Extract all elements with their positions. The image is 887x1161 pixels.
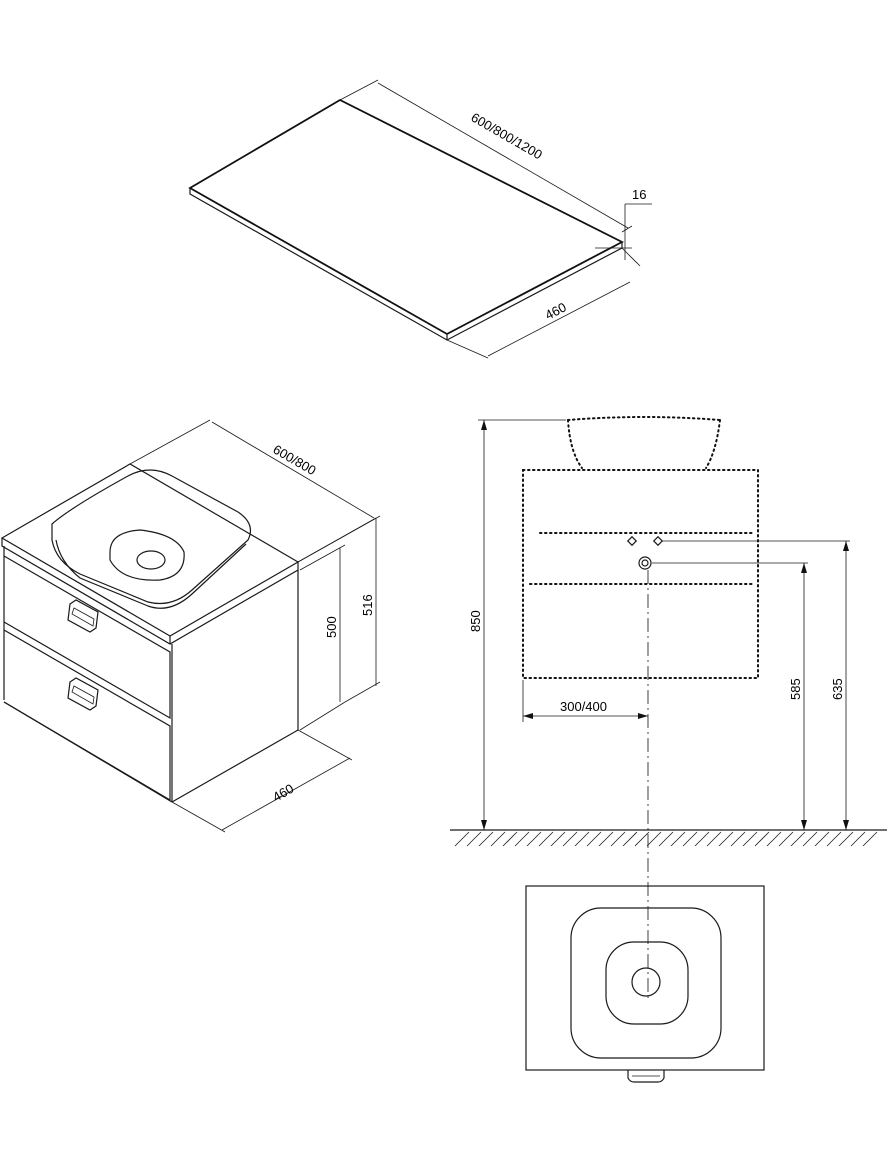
front-elevation-view: 850 300/400 585 635 [450,416,887,1000]
top-thickness-label: 16 [632,187,646,202]
length-extension-line-left [339,79,379,101]
plan-basin-outer [570,907,722,1059]
cabinet-isometric-view: 600/800 500 516 460 [0,419,381,833]
total-height-label: 850 [468,610,483,632]
cab-width-label: 600/800 [271,442,319,478]
plan-view [525,885,765,1083]
cab-depth-dimension-line [221,757,351,831]
plan-drawer-handle [627,1070,665,1083]
water-connector-left [626,535,638,547]
depth-dimension-line [487,281,631,357]
upper-drawer-handle [67,599,99,633]
outlet-upper-label: 635 [830,678,845,700]
top-length-label: 600/800/1200 [469,110,545,163]
plan-cabinet-outline [525,885,765,1071]
countertop-view: 600/800/1200 16 460 [188,79,652,359]
outlet-lower-label: 585 [788,678,803,700]
length-extension-line-right [621,225,633,233]
water-connector-right [652,535,664,547]
length-dimension-line [377,82,629,229]
countertop-top-face [188,98,624,336]
axis-offset-label: 300/400 [560,699,607,714]
basin-drain [136,550,166,570]
lower-drawer-front [3,629,171,802]
cab-width-dimension-line [211,421,375,519]
basin-bowl [109,529,185,581]
floor-hatching [454,831,878,847]
plan-drain [631,967,661,997]
cab-height-total-label: 516 [360,594,375,616]
plan-basin-bowl [605,941,689,1025]
upper-drawer-front [3,555,171,720]
lower-drawer-handle [67,677,99,711]
cabinet-top-surface [0,463,300,637]
drain-outlet [638,556,652,570]
top-depth-label: 460 [543,299,569,322]
basin-rim [51,469,251,605]
cabinet-outline [522,469,759,679]
basin-outline-top [567,416,721,421]
cab-height-body-label: 500 [324,616,339,638]
